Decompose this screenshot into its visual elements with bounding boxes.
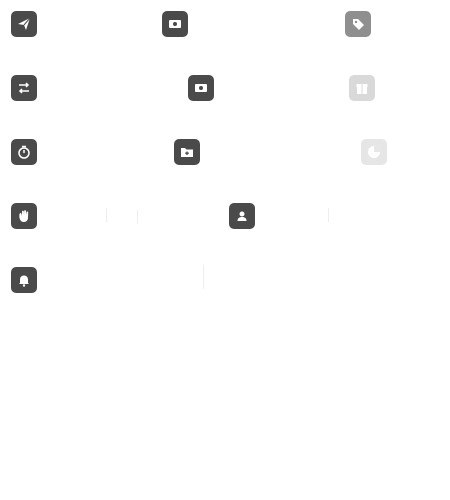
divider [203,265,204,289]
contact-icon[interactable] [229,203,255,229]
divider [106,208,107,222]
cash-icon-2[interactable] [188,75,214,101]
cash-icon[interactable] [162,11,188,37]
bell-icon[interactable] [11,267,37,293]
divider [328,208,329,222]
tag-icon[interactable] [345,11,371,37]
pie-chart-icon[interactable] [361,139,387,165]
send-icon[interactable] [11,11,37,37]
timer-icon[interactable] [11,139,37,165]
divider [137,210,138,224]
wave-hand-icon[interactable] [11,203,37,229]
folder-plus-icon[interactable] [174,139,200,165]
gift-icon[interactable] [349,75,375,101]
transfer-icon[interactable] [11,75,37,101]
